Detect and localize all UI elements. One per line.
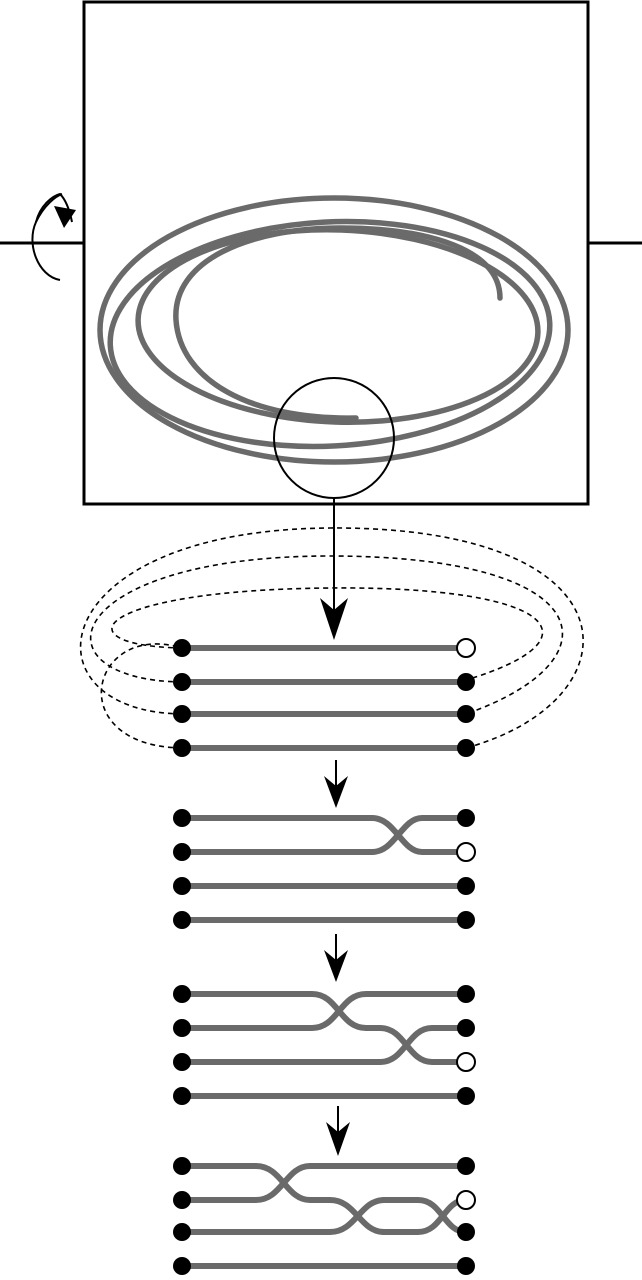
open-strand-end — [456, 1052, 476, 1072]
strand-ends — [173, 809, 476, 929]
down-arrow-icon — [320, 598, 348, 640]
stage-1 — [79, 527, 584, 757]
strands — [179, 645, 469, 751]
down-arrow-icon — [324, 760, 348, 808]
stage-2 — [173, 809, 476, 929]
magnifier-circle — [273, 377, 395, 499]
down-arrow-icon — [324, 934, 348, 982]
coil-panel — [0, 0, 642, 640]
strand-ends — [173, 1157, 476, 1275]
open-strand-end — [456, 638, 476, 658]
stage-3 — [173, 985, 476, 1105]
down-arrow-icon — [326, 1106, 350, 1156]
open-strand-end — [456, 1190, 476, 1210]
coiled-strand — [97, 195, 571, 465]
dashed-loops — [79, 527, 584, 749]
strands — [179, 1163, 469, 1269]
strands — [179, 815, 469, 923]
strands — [179, 991, 469, 1099]
stage-4 — [173, 1157, 476, 1275]
panel-frame — [82, 0, 590, 506]
strand-ends — [173, 985, 476, 1105]
strand-ends — [173, 638, 476, 757]
rotation-arrow-icon — [31, 192, 76, 281]
open-strand-end — [456, 842, 476, 862]
